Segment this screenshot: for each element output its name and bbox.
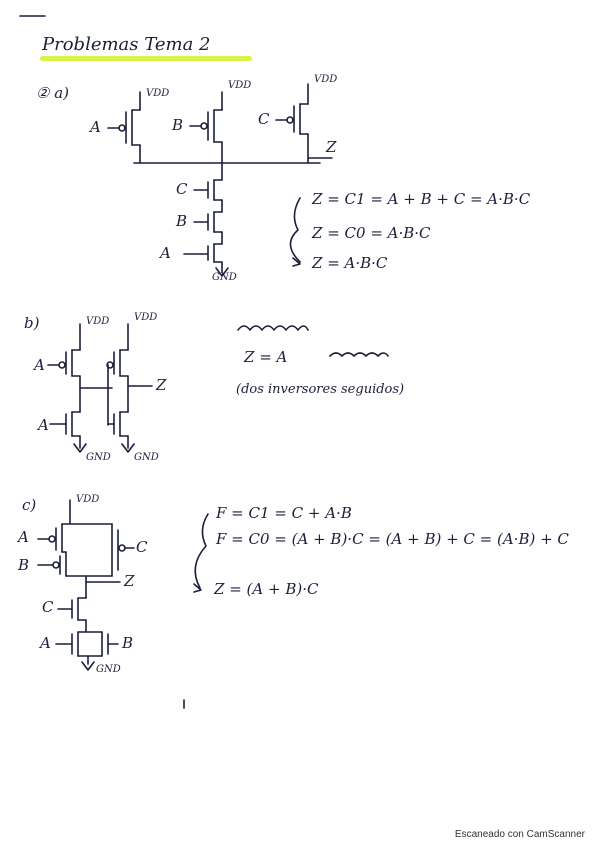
part-a-vdd-2: VDD <box>228 80 252 91</box>
part-a-nmos-c: C <box>176 180 188 198</box>
part-a-eq3: Z = A·B·C <box>312 254 388 272</box>
part-a-output: Z <box>326 138 337 156</box>
part-b-input: A <box>34 356 45 374</box>
part-a-input-b: B <box>172 116 184 134</box>
part-b-vdd-2: VDD <box>134 312 158 323</box>
part-c-input-a: A <box>18 528 29 546</box>
part-b-label: b) <box>24 314 40 332</box>
part-b-eq1: Z = A <box>244 348 288 366</box>
part-a-eq1: Z = C1 = A + B + C = A·B·C <box>312 190 531 208</box>
part-c-nmos-c: C <box>42 598 54 616</box>
part-a-vdd-3: VDD <box>314 74 338 85</box>
part-a-input-c: C <box>258 110 270 128</box>
part-b-gnd-2: GND <box>134 452 159 463</box>
part-b-output: Z <box>156 376 167 394</box>
part-c-nmos-a: A <box>40 634 51 652</box>
part-c-input-c: C <box>136 538 148 556</box>
part-a-label: ② a) <box>36 84 70 102</box>
title-highlight <box>40 56 252 61</box>
part-c-eq2: F = C0 = (A + B)·C = (A + B) + C = (A·B)… <box>216 530 569 548</box>
part-a-input-a: A <box>90 118 101 136</box>
circuit-c <box>37 499 209 709</box>
scanner-watermark: Escaneado con CamScanner <box>454 829 585 840</box>
part-a-nmos-a: A <box>160 244 171 262</box>
part-b-input-n: A <box>38 416 49 434</box>
circuit-b <box>47 323 389 453</box>
part-c-gnd: GND <box>96 664 121 675</box>
part-a-nmos-b: B <box>176 212 188 230</box>
part-b-vdd-1: VDD <box>86 316 110 327</box>
part-c-eq3: Z = (A + B)·C <box>214 580 319 598</box>
part-c-output: Z <box>124 572 135 590</box>
part-c-eq1: F = C1 = C + A·B <box>216 504 352 522</box>
part-c-input-b: B <box>18 556 30 574</box>
circuit-a <box>107 83 333 277</box>
part-c-nmos-b: B <box>122 634 134 652</box>
part-b-note: (dos inversores seguidos) <box>236 382 405 397</box>
part-a-vdd-1: VDD <box>146 88 170 99</box>
part-c-vdd: VDD <box>76 494 100 505</box>
part-a-eq2: Z = C0 = A·B·C <box>312 224 431 242</box>
part-b-gnd-1: GND <box>86 452 111 463</box>
part-c-label: c) <box>22 496 37 514</box>
page-title: Problemas Tema 2 <box>42 34 211 55</box>
part-a-gnd: GND <box>212 272 237 283</box>
